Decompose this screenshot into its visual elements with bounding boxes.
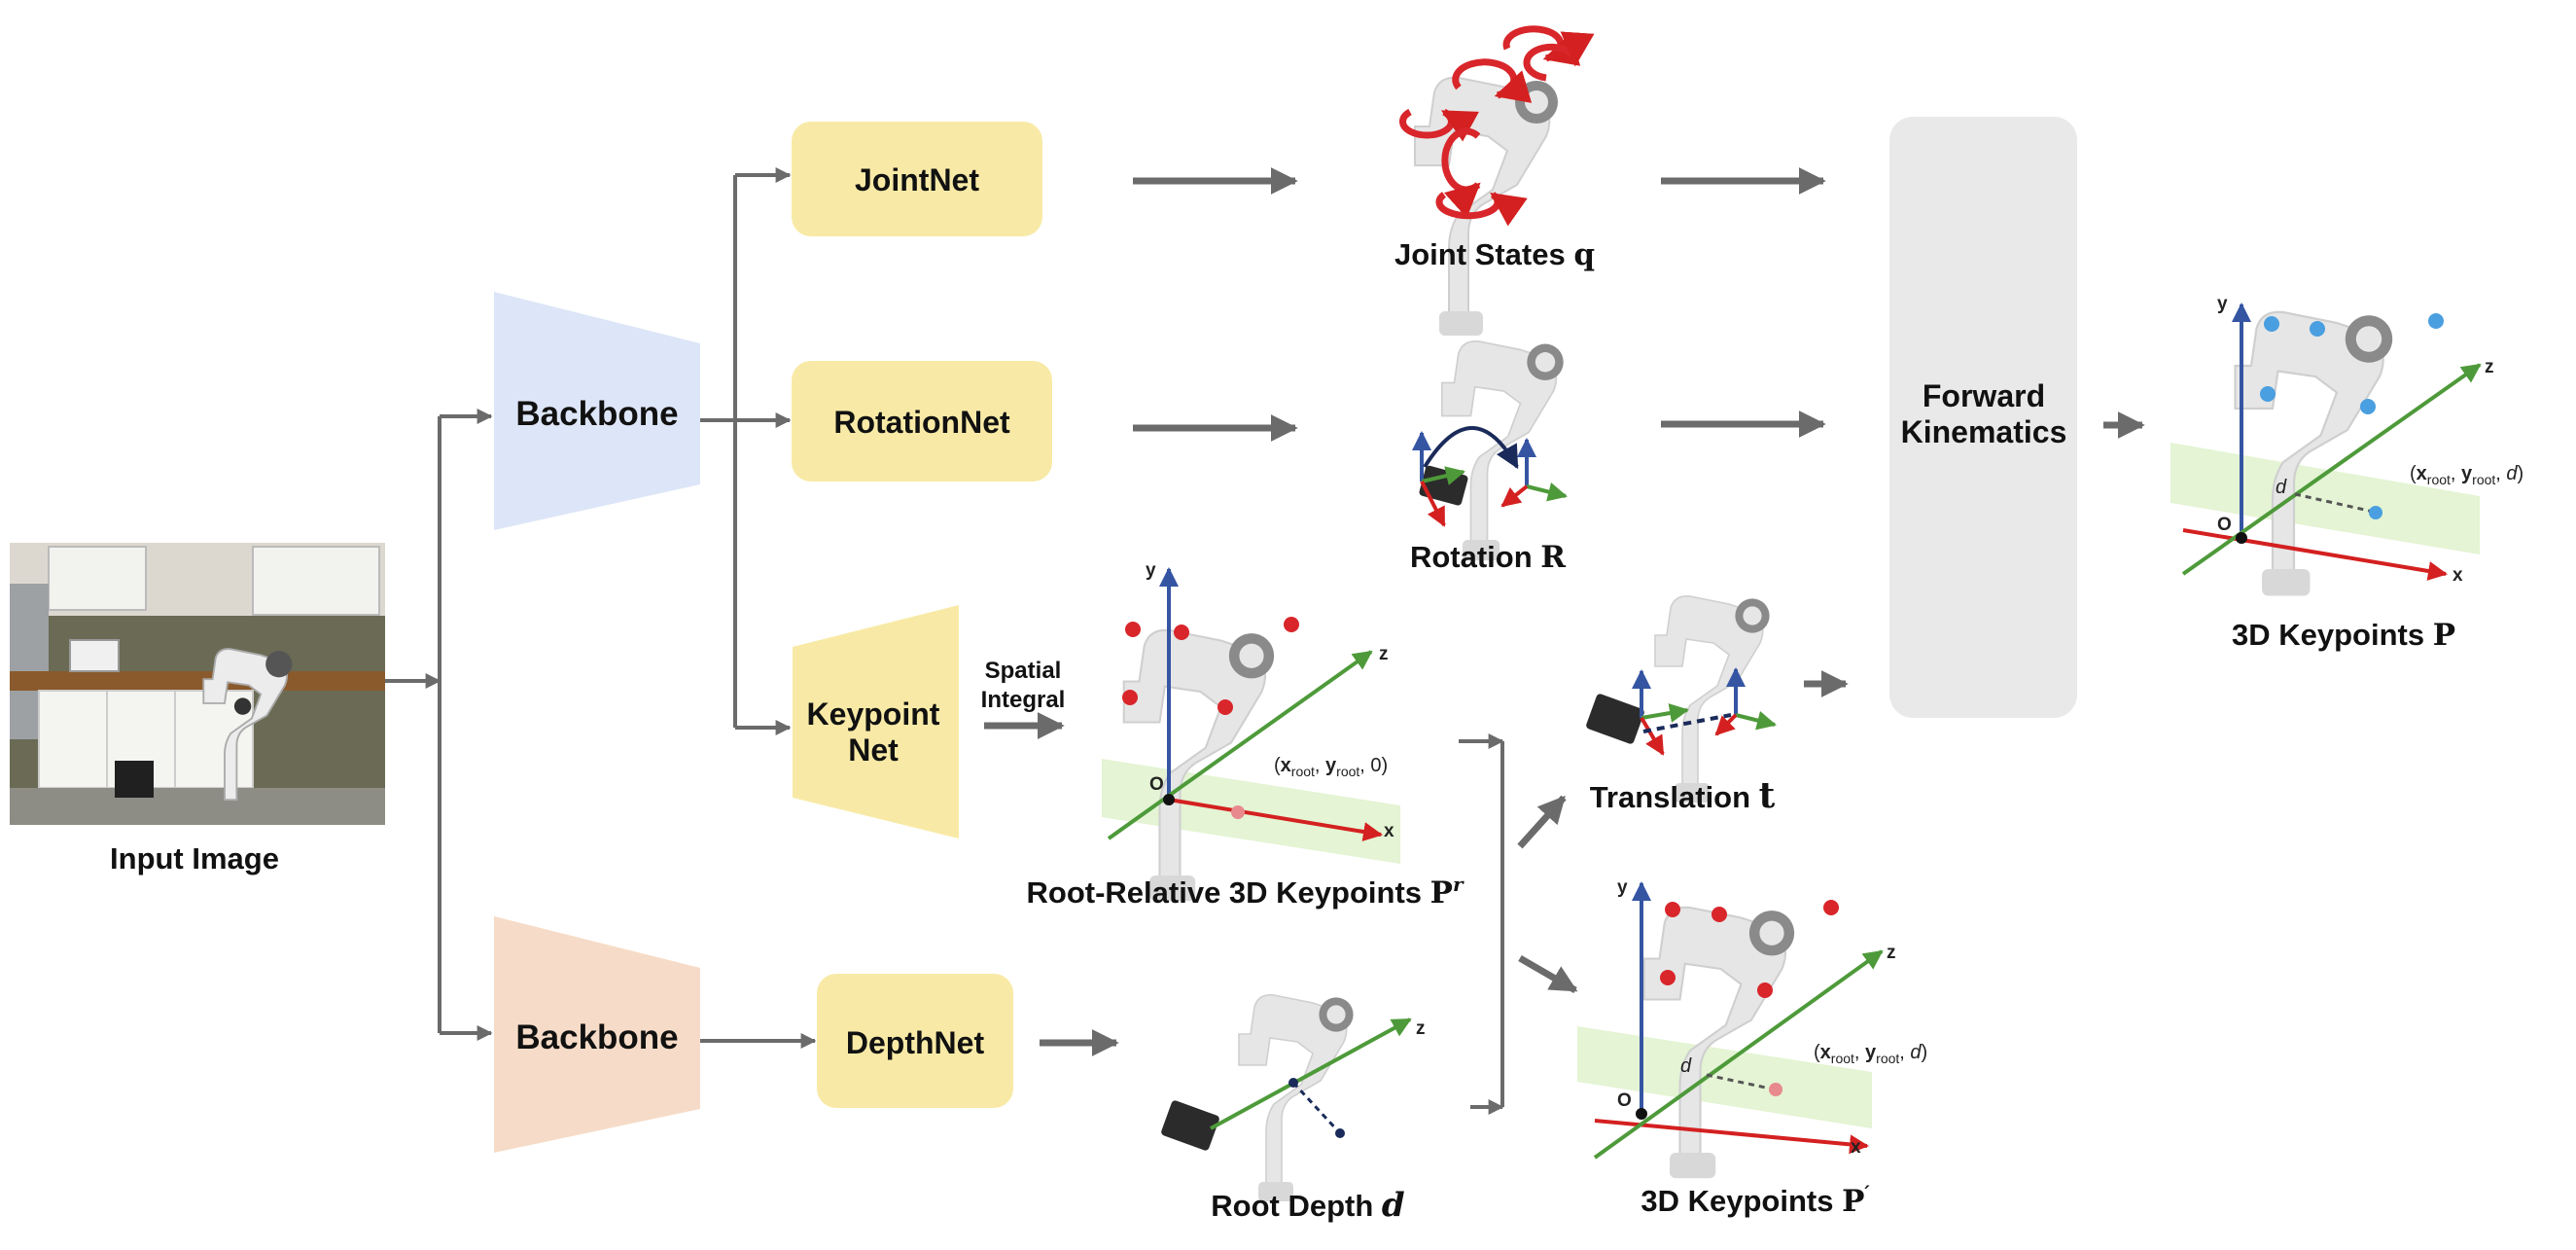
input-image-label: Input Image bbox=[110, 841, 279, 875]
keypointnet-box: Keypoint Net bbox=[793, 605, 959, 839]
root-coord-final: (xroot, yroot, d) bbox=[2410, 463, 2523, 487]
joint-rotation-arrow bbox=[1523, 31, 1595, 82]
rotation-figure bbox=[1412, 339, 1568, 562]
depthnet-label: DepthNet bbox=[846, 1025, 985, 1060]
joint-rotation-arrow bbox=[1441, 127, 1481, 219]
axis-z-label: z bbox=[1379, 644, 1389, 664]
root-depth-label: Root Depth d bbox=[1211, 1186, 1405, 1225]
axis-x-label: x bbox=[1851, 1137, 1861, 1158]
translation-label: Translation t bbox=[1590, 775, 1776, 816]
jointnet-label: JointNet bbox=[855, 162, 979, 197]
axis-y-label: y bbox=[1617, 877, 1628, 898]
backbone-top: Backbone bbox=[494, 292, 700, 530]
depth-mark: d bbox=[1680, 1055, 1692, 1077]
backbone-bottom: Backbone bbox=[494, 916, 700, 1153]
joint-rotation-arrow bbox=[1502, 25, 1581, 66]
merge-arrows bbox=[1459, 733, 1504, 1115]
to-translation-arrow bbox=[1517, 795, 1567, 849]
axis-x-label: x bbox=[2452, 565, 2463, 586]
root-relative-keypoints-figure: y z x O (xroot, yroot, 0) bbox=[1102, 560, 1400, 903]
axis-z-label: z bbox=[1416, 1018, 1426, 1039]
spatial-integral-label-1: Spatial bbox=[985, 658, 1062, 684]
forward-kinematics-box: Forward Kinematics bbox=[1889, 117, 2077, 718]
fk-label-2: Kinematics bbox=[1901, 414, 2067, 449]
origin-label: O bbox=[1617, 1090, 1632, 1111]
translation-figure bbox=[1586, 595, 1777, 804]
final-keypoints-label: 3D Keypoints P bbox=[2232, 618, 2455, 653]
root-coord-rel: (xroot, yroot, 0) bbox=[1274, 755, 1388, 779]
depth-mark: d bbox=[2276, 477, 2287, 498]
joint-rotation-arrow bbox=[1435, 192, 1528, 227]
axis-y-label: y bbox=[1146, 560, 1156, 581]
root-coord-prime: (xroot, yroot, d) bbox=[1814, 1042, 1927, 1066]
kp-prime-figure: y z x O d (xroot, yroot, d) bbox=[1577, 877, 1927, 1180]
origin-label: O bbox=[2217, 515, 2232, 535]
axis-z-label: z bbox=[2485, 357, 2494, 377]
backbone-top-arrows bbox=[700, 167, 792, 735]
to-kp-prime-arrow bbox=[1518, 954, 1578, 994]
input-arrows bbox=[385, 409, 493, 1041]
origin-label: O bbox=[1149, 774, 1164, 795]
fk-label-1: Forward bbox=[1923, 378, 2045, 413]
keypointnet-label-1: Keypoint bbox=[807, 696, 940, 732]
final-keypoints-figure: y z x O d (xroot, yroot, d) bbox=[2170, 294, 2523, 597]
backbone-bottom-label: Backbone bbox=[515, 1018, 678, 1056]
depthnet-box: DepthNet bbox=[817, 974, 1013, 1108]
axis-x-label: x bbox=[1384, 821, 1394, 841]
rotationnet-label: RotationNet bbox=[833, 405, 1010, 440]
root-depth-figure: z bbox=[1161, 994, 1426, 1202]
joint-rotation-arrow bbox=[1452, 58, 1533, 103]
joint-states-figure bbox=[1399, 25, 1595, 337]
joint-states-label: Joint States q bbox=[1394, 237, 1595, 272]
backbone-top-label: Backbone bbox=[515, 395, 678, 433]
spatial-integral-label-2: Integral bbox=[981, 687, 1066, 713]
rotation-label: Rotation R bbox=[1410, 540, 1566, 575]
axis-z-label: z bbox=[1887, 943, 1896, 963]
axis-y-label: y bbox=[2217, 294, 2228, 314]
module-output-arrows bbox=[984, 167, 1298, 1056]
to-fk-arrows bbox=[1661, 167, 1826, 438]
joint-rotation-arrow bbox=[1399, 108, 1480, 142]
keypointnet-label-2: Net bbox=[848, 732, 899, 768]
input-image bbox=[10, 543, 385, 825]
jointnet-box: JointNet bbox=[792, 122, 1042, 236]
root-relative-label: Root-Relative 3D Keypoints Pr bbox=[1027, 873, 1464, 911]
rotationnet-box: RotationNet bbox=[792, 361, 1052, 482]
kp-prime-label: 3D Keypoints P′ bbox=[1641, 1181, 1870, 1219]
